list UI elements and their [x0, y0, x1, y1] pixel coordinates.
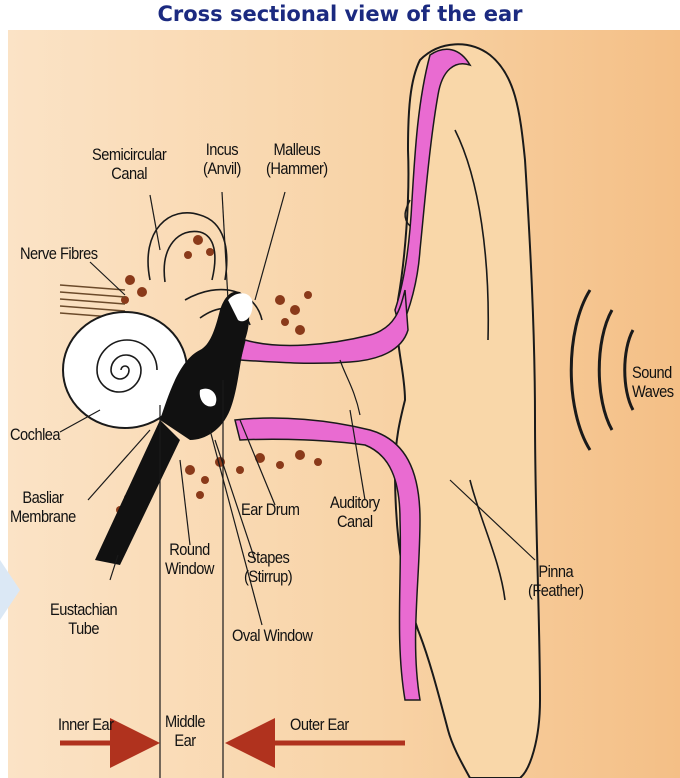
label-outer-ear: Outer Ear — [290, 715, 349, 734]
label-malleus: Malleus(Hammer) — [266, 140, 328, 178]
label-cochlea: Cochlea — [10, 425, 60, 444]
label-oval-window: Oval Window — [232, 626, 312, 645]
label-incus: Incus(Anvil) — [203, 140, 241, 178]
label-ear-drum: Ear Drum — [241, 500, 299, 519]
label-pinna: Pinna(Feather) — [528, 562, 583, 600]
diagram-title: Cross sectional view of the ear — [0, 2, 680, 26]
label-stapes: Stapes(Stirrup) — [244, 548, 292, 586]
label-nerve-fibres: Nerve Fibres — [20, 244, 97, 263]
label-inner-ear: Inner Ear — [58, 715, 113, 734]
